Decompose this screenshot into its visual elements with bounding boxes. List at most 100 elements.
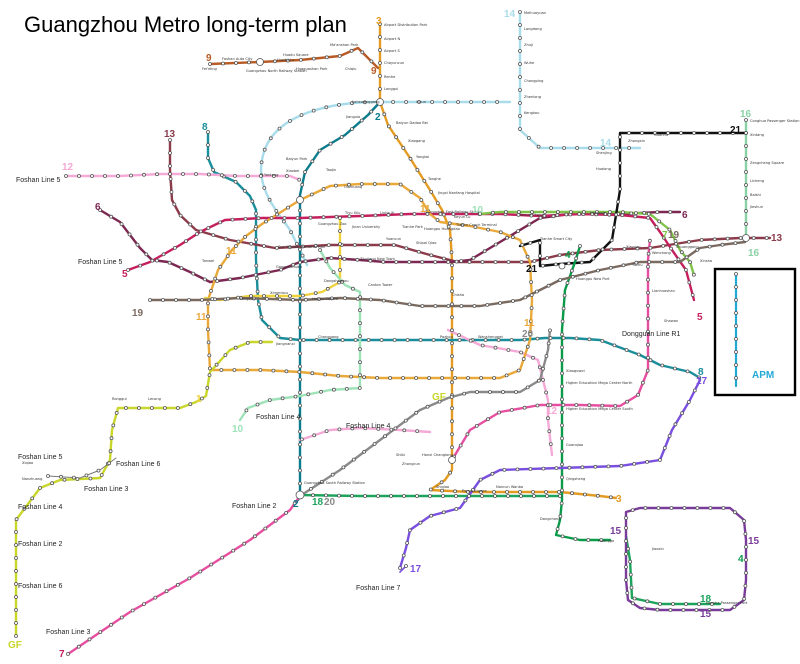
station-dot[interactable] (301, 338, 306, 342)
station-dot[interactable] (324, 259, 329, 264)
station-dot[interactable] (206, 340, 211, 345)
station-dot[interactable] (653, 131, 657, 135)
station-dot[interactable] (493, 345, 498, 350)
station-dot[interactable] (744, 144, 748, 148)
station-dot[interactable] (385, 182, 390, 186)
station-dot[interactable] (667, 433, 672, 438)
station-label[interactable]: Jingxi Nanfang Hospital (437, 191, 480, 195)
station-dot[interactable] (553, 262, 558, 267)
station-dot[interactable] (560, 449, 564, 454)
station-dot[interactable] (450, 315, 454, 320)
station-label[interactable]: Zhenlong (524, 95, 541, 99)
station-label[interactable]: Guanhu (654, 133, 668, 137)
station-dot[interactable] (262, 244, 266, 248)
station-dot[interactable] (155, 172, 159, 177)
station-dot[interactable] (560, 423, 564, 428)
station-dot[interactable] (579, 260, 584, 265)
station-dot[interactable] (292, 501, 297, 506)
station-dot[interactable] (337, 427, 342, 432)
line-20[interactable] (298, 328, 552, 498)
station-dot[interactable] (679, 250, 684, 255)
station-dot[interactable] (337, 493, 341, 498)
line-15[interactable] (624, 506, 748, 612)
station-dot[interactable] (198, 229, 203, 234)
station-dot[interactable] (342, 257, 347, 261)
station-dot[interactable] (658, 458, 662, 462)
station-dot[interactable] (300, 182, 305, 187)
station-dot[interactable] (661, 243, 666, 248)
station-dot[interactable] (206, 172, 211, 177)
station-dot[interactable] (688, 260, 692, 265)
station-dot[interactable] (394, 260, 399, 264)
station-dot[interactable] (258, 174, 263, 178)
station-dot[interactable] (429, 513, 434, 518)
station-dot[interactable] (503, 210, 508, 214)
station-dot[interactable] (440, 488, 445, 493)
station-dot[interactable] (331, 270, 336, 275)
station-dot[interactable] (560, 475, 564, 480)
station-dot[interactable] (636, 392, 640, 397)
station-dot[interactable] (518, 127, 522, 131)
station-dot[interactable] (624, 565, 628, 569)
station-dot[interactable] (298, 260, 302, 265)
station-dot[interactable] (243, 234, 248, 239)
station-label[interactable]: Shibi (396, 453, 405, 457)
station-dot[interactable] (298, 325, 302, 330)
station-dot[interactable] (382, 112, 387, 117)
station-dot[interactable] (349, 127, 354, 131)
station-dot[interactable] (612, 343, 617, 348)
station-dot[interactable] (707, 244, 712, 249)
station-dot[interactable] (175, 406, 180, 410)
station-dot[interactable] (333, 183, 338, 188)
station-dot[interactable] (560, 371, 564, 376)
station-dot[interactable] (684, 602, 688, 606)
station-label[interactable]: Kexue Cheng (520, 213, 544, 217)
station-dot[interactable] (587, 403, 592, 408)
station-dot[interactable] (734, 311, 738, 315)
station-dot[interactable] (694, 608, 699, 612)
station-dot[interactable] (600, 247, 605, 252)
station-dot[interactable] (624, 348, 629, 352)
station-dot[interactable] (614, 212, 618, 217)
station-dot[interactable] (298, 403, 302, 408)
station-dot[interactable] (485, 302, 490, 307)
station-dot[interactable] (298, 273, 302, 278)
station-dot[interactable] (391, 243, 396, 247)
station-dot[interactable] (109, 622, 113, 627)
station-dot[interactable] (430, 100, 435, 104)
station-label[interactable]: Xiaogang (408, 139, 425, 143)
station-dot[interactable] (596, 268, 600, 273)
station-dot[interactable] (381, 298, 386, 303)
station-dot[interactable] (456, 100, 461, 104)
station-dot[interactable] (76, 644, 81, 649)
station-dot[interactable] (298, 377, 302, 382)
station-dot[interactable] (734, 350, 738, 354)
station-dot[interactable] (233, 345, 238, 350)
station-dot[interactable] (298, 208, 302, 213)
station-dot[interactable] (624, 539, 628, 543)
station-dot[interactable] (532, 494, 536, 498)
station-dot[interactable] (358, 308, 362, 313)
station-dot[interactable] (646, 316, 650, 321)
station-dot[interactable] (205, 385, 210, 390)
station-dot[interactable] (275, 294, 279, 298)
station-dot[interactable] (738, 236, 743, 240)
station-label[interactable]: Huangge (598, 539, 615, 543)
station-dot[interactable] (206, 156, 210, 160)
station-dot[interactable] (219, 368, 224, 372)
station-dot[interactable] (254, 211, 258, 216)
station-label[interactable]: Zhongcun (402, 462, 420, 466)
station-label[interactable]: Foshan Auto City (222, 57, 253, 61)
station-dot[interactable] (546, 341, 551, 346)
station-dot[interactable] (420, 304, 425, 308)
station-dot[interactable] (62, 477, 67, 482)
station-dot[interactable] (256, 216, 261, 221)
station-dot[interactable] (405, 338, 410, 342)
station-dot[interactable] (14, 608, 18, 612)
station-dot[interactable] (232, 368, 237, 372)
station-dot[interactable] (641, 380, 645, 385)
station-dot[interactable] (628, 572, 633, 577)
station-dot[interactable] (516, 229, 520, 234)
station-dot[interactable] (389, 494, 393, 498)
station-dot[interactable] (645, 599, 650, 604)
